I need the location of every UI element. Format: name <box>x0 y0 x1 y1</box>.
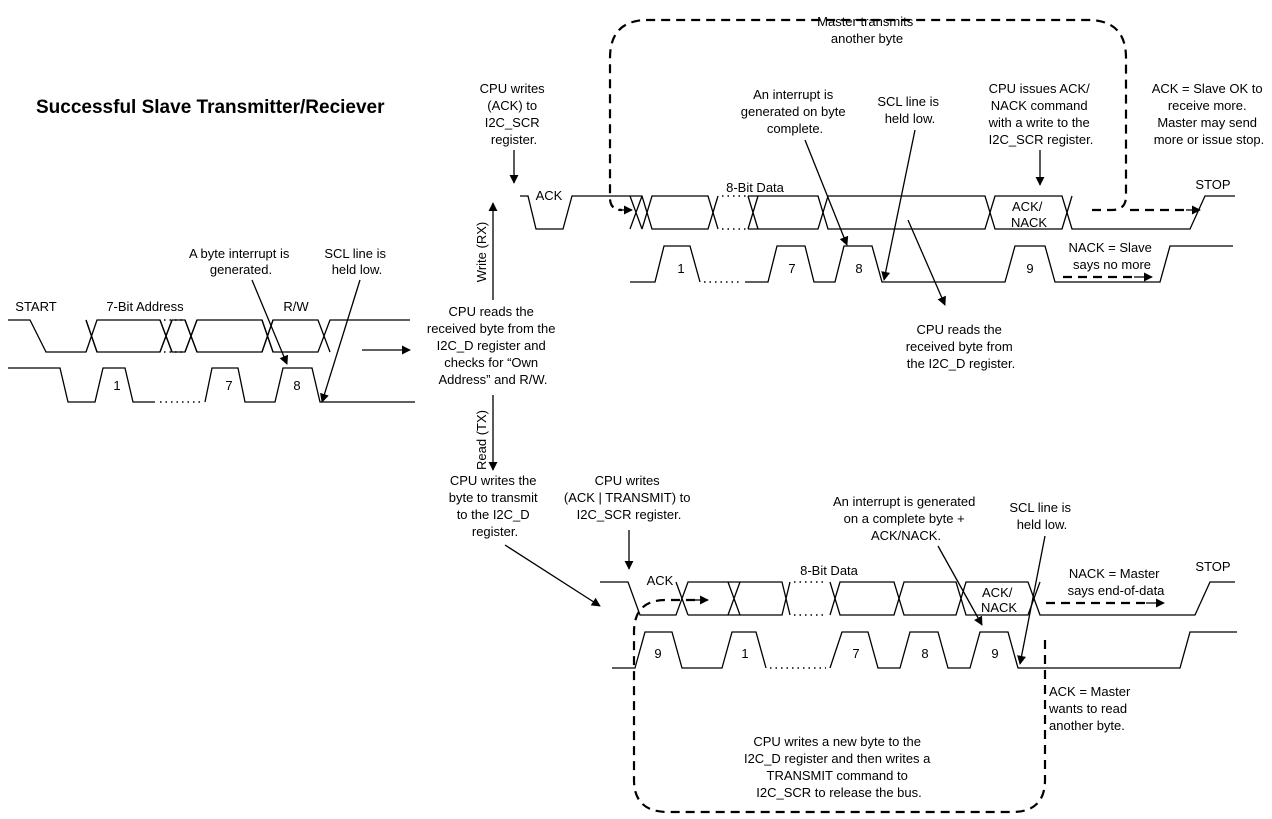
tx-scl-wave <box>612 631 1237 669</box>
rx-clock-8: 8 <box>855 261 862 276</box>
rx-clock-7: 7 <box>788 261 795 276</box>
tx-write-byte-note: CPU writes the byte to transmit to the I… <box>449 473 542 539</box>
rx-scl-wave <box>630 245 1233 283</box>
rx-issue-note: CPU issues ACK/ NACK command with a writ… <box>988 81 1094 147</box>
rx-acknack-label: ACK/ NACK <box>1011 199 1047 230</box>
rx-data-label: 8-Bit Data <box>726 180 785 195</box>
start-label: START <box>15 299 56 314</box>
tx-cpu-ack-note: CPU writes (ACK | TRANSMIT) to I2C_SCR r… <box>564 473 694 522</box>
rx-scl-note: SCL line is held low. <box>877 94 942 126</box>
tx-ack-label: ACK <box>647 573 674 588</box>
tx-clock-1: 1 <box>741 646 748 661</box>
rx-clock-1: 1 <box>677 261 684 276</box>
diagram-title: Successful Slave Transmitter/Reciever <box>36 97 385 118</box>
rx-phase: ACK 8-Bit Data ACK/ NACK STOP 1 7 8 9 Ma… <box>480 14 1267 371</box>
tx-acknack-label: ACK/ NACK <box>981 585 1017 615</box>
address-interrupt-arrow <box>251 279 289 365</box>
tx-nack-note: NACK = Master says end-of-data <box>1068 566 1166 598</box>
address-scl-wave <box>8 367 415 403</box>
tx-clock-8: 8 <box>921 646 928 661</box>
address-clock-8: 8 <box>293 378 300 393</box>
address-sda-wave <box>8 319 410 353</box>
address-scl-arrow <box>320 279 361 403</box>
rx-master-note: Master transmits another byte <box>817 14 917 46</box>
read-tx-label: Read (TX) <box>474 410 489 470</box>
rx-loop-dashed <box>608 18 1128 212</box>
tx-ack-note: ACK = Master wants to read another byte. <box>1048 684 1134 733</box>
address-clock-7: 7 <box>225 378 232 393</box>
address-phase: START 7-Bit Address R/W 1 7 8 A byte int… <box>8 246 415 403</box>
rx-sda-wave <box>520 195 1235 230</box>
tx-sda-wave <box>600 581 1235 616</box>
address-interrupt-note: A byte interrupt is generated. <box>189 246 293 277</box>
rx-interrupt-note: An interrupt is generated on byte comple… <box>741 87 849 136</box>
tx-phase: ACK 8-Bit Data ACK/ NACK STOP 9 1 7 8 9 … <box>449 473 1237 814</box>
center-decision: CPU reads the received byte from the I2C… <box>427 202 559 471</box>
tx-stop-label: STOP <box>1195 559 1230 574</box>
rx-stop-label: STOP <box>1195 177 1230 192</box>
address-clock-1: 1 <box>113 378 120 393</box>
center-note: CPU reads the received byte from the I2C… <box>427 304 559 387</box>
address-label: 7-Bit Address <box>106 299 184 314</box>
write-rx-label: Write (RX) <box>474 222 489 282</box>
tx-clock-9b: 9 <box>991 646 998 661</box>
tx-loop-dashed <box>632 598 1047 814</box>
tx-clock-9a: 9 <box>654 646 661 661</box>
tx-scl-note: SCL line is held low. <box>1009 500 1074 532</box>
tx-clock-7: 7 <box>852 646 859 661</box>
rx-read-note: CPU reads the received byte from the I2C… <box>906 322 1017 371</box>
tx-interrupt-note: An interrupt is generated on a complete … <box>833 494 979 543</box>
rx-cpu-ack-note: CPU writes (ACK) to I2C_SCR register. <box>480 81 549 147</box>
rx-nack-note: NACK = Slave says no more <box>1068 240 1155 272</box>
tx-data-label: 8-Bit Data <box>800 563 859 578</box>
rx-ack-label: ACK <box>536 188 563 203</box>
rx-ack-ok-note: ACK = Slave OK to receive more. Master m… <box>1152 81 1267 147</box>
rx-clock-9: 9 <box>1026 261 1033 276</box>
address-scl-note: SCL line is held low. <box>324 246 389 277</box>
tx-new-byte-note: CPU writes a new byte to the I2C_D regis… <box>744 734 934 800</box>
rw-label: R/W <box>283 299 309 314</box>
